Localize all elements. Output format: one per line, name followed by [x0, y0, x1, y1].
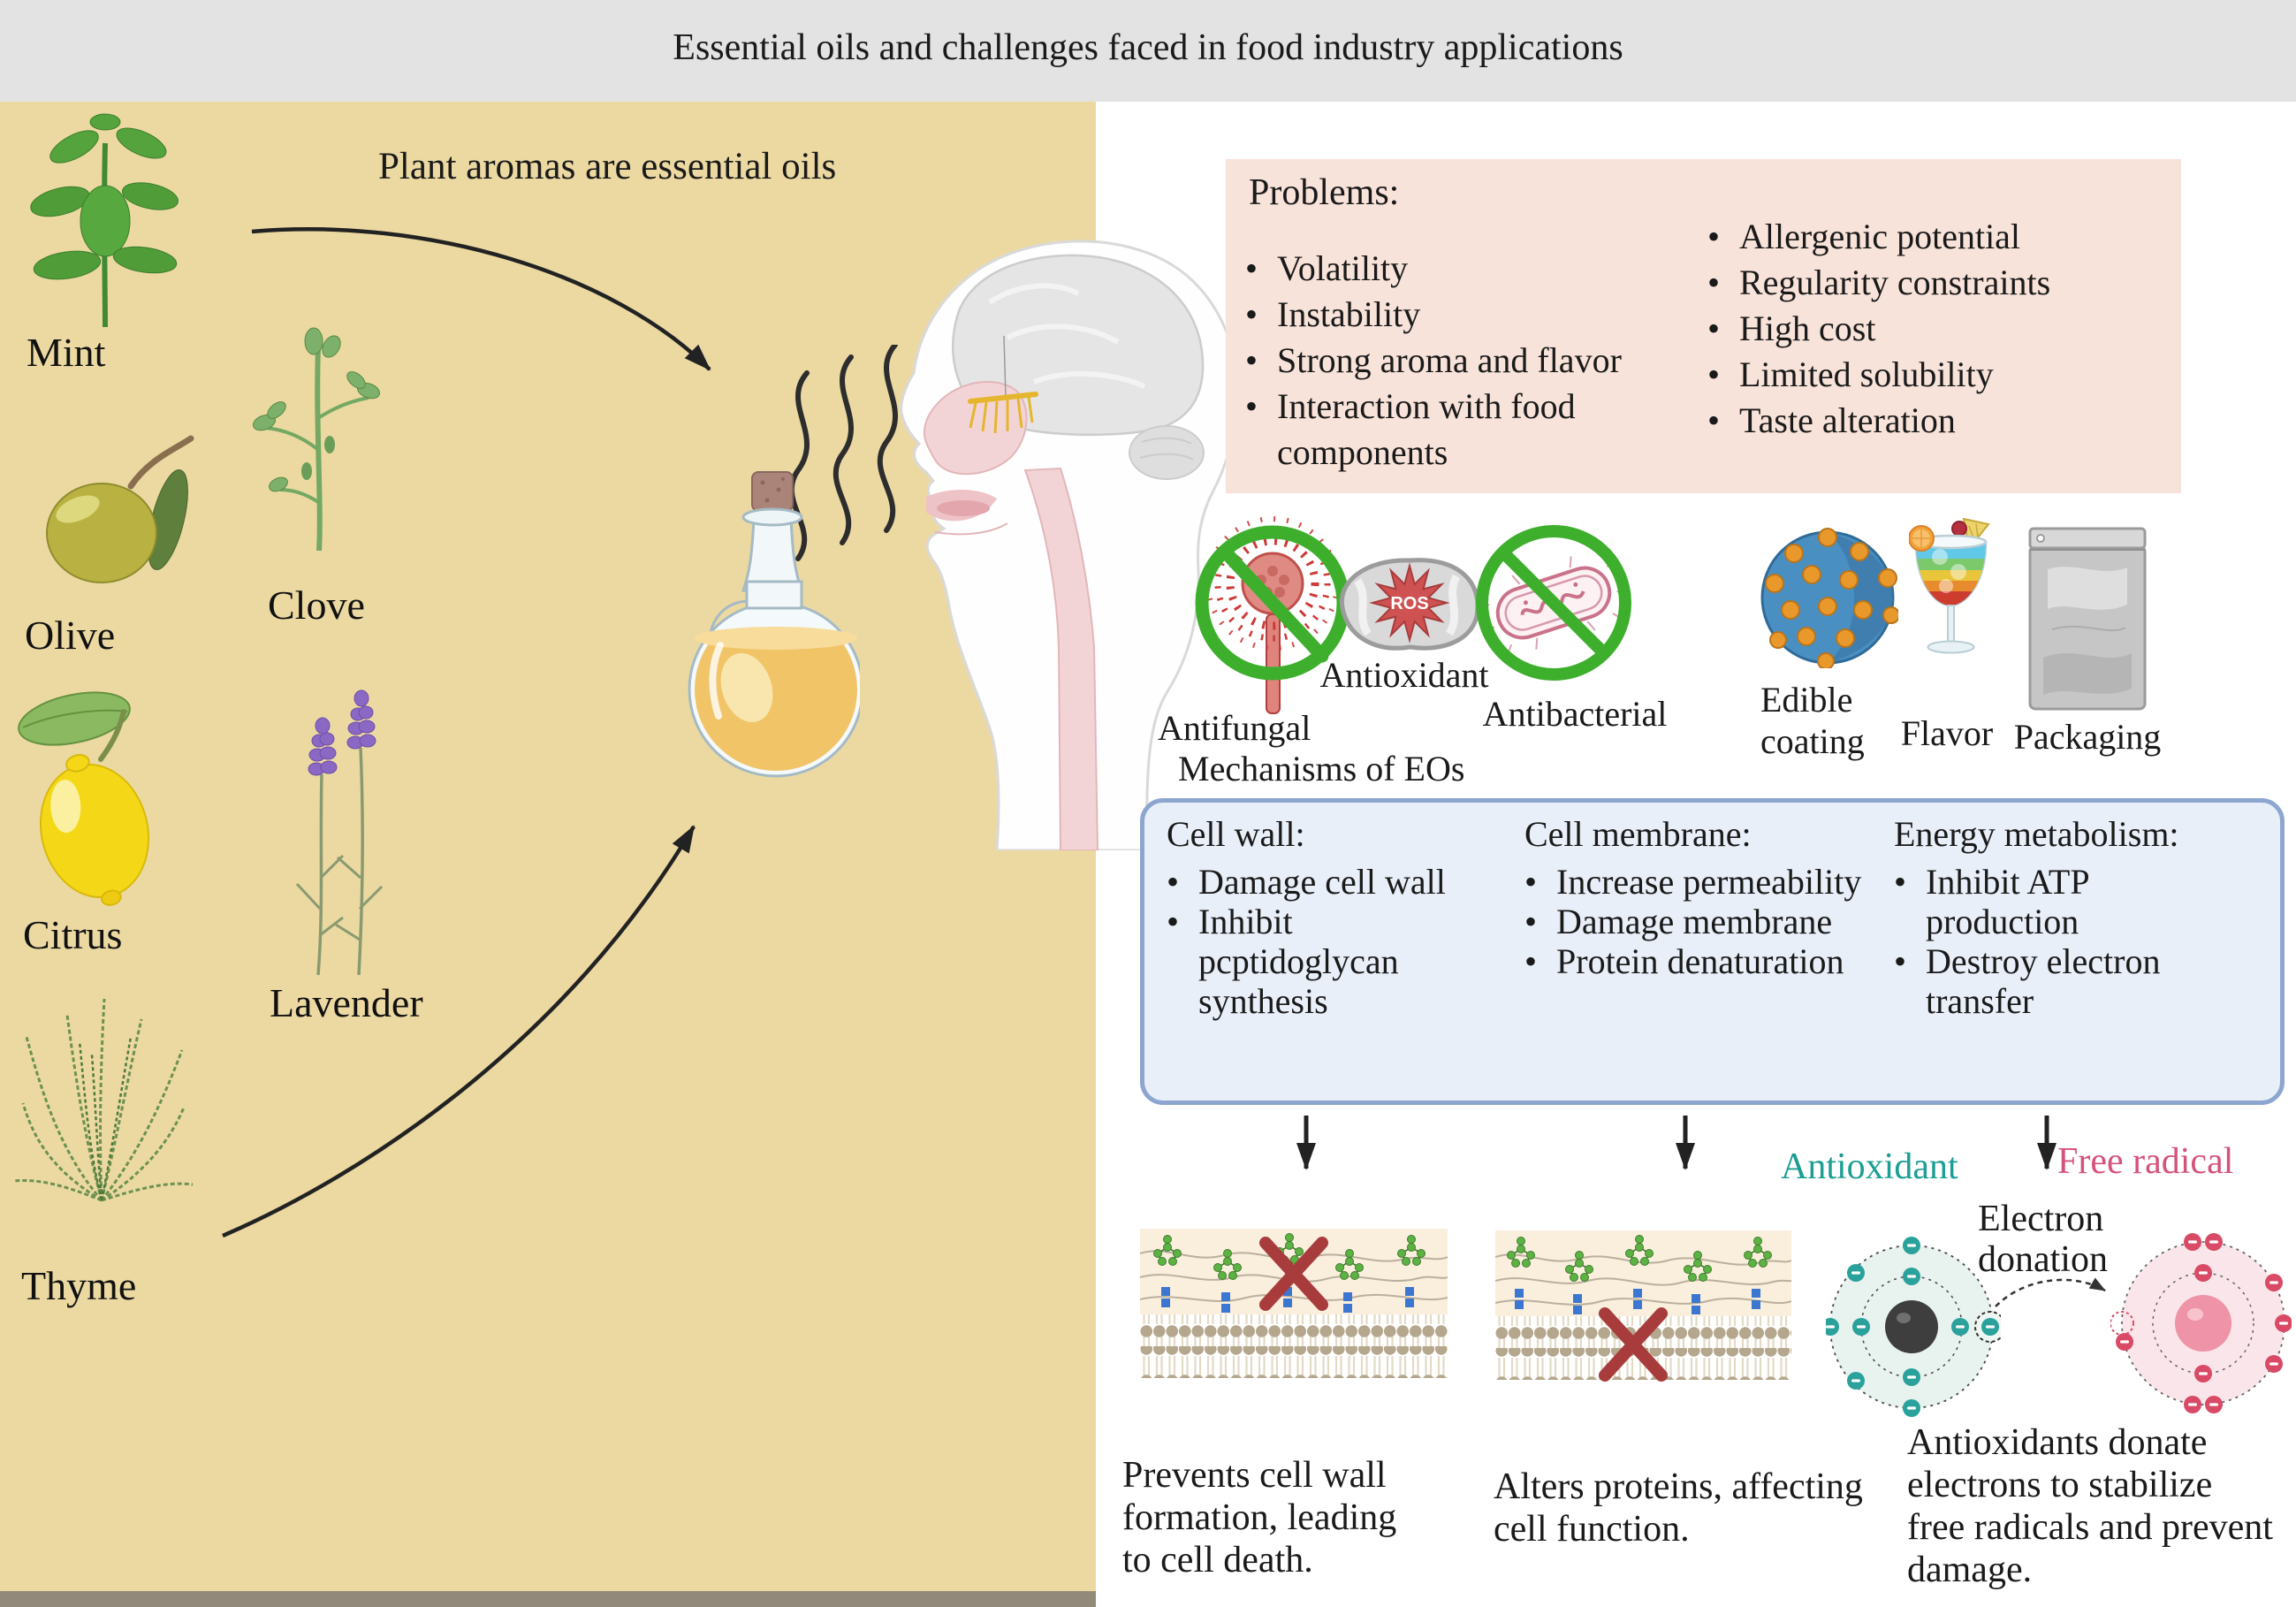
plant-label-mint: Mint — [27, 330, 106, 375]
clove-plant-icon — [252, 327, 381, 552]
aroma-waves-icon — [788, 345, 898, 561]
membrane-damage-illustration — [1495, 1230, 1791, 1382]
problem-item: Volatility — [1245, 246, 1687, 292]
packaging-pouch-icon — [2028, 527, 2147, 711]
mechanisms-box: Cell wall: Damage cell wall Inhibit pcpt… — [1140, 798, 2285, 1105]
problems-list-right: Allergenic potential Regularity constrai… — [1707, 214, 2158, 444]
antioxidant-atom-icon — [1826, 1237, 2001, 1417]
cell-wall-caption: Prevents cell wall formation, leading to… — [1122, 1455, 1397, 1580]
antibacterial-label: Antibacterial — [1482, 694, 1668, 734]
problem-item: Taste alteration — [1707, 398, 2158, 444]
packaging-label: Packaging — [2013, 717, 2162, 757]
citrus-lemon-icon — [18, 691, 150, 906]
antifungal-icon — [1195, 516, 1350, 714]
mechanism-item: Protein denaturation — [1524, 941, 1909, 981]
edible-coating-icon — [1760, 528, 1898, 668]
plants-panel — [0, 102, 1096, 1607]
problem-item: High cost — [1707, 306, 2158, 352]
edible-coating-label: Edible coating — [1760, 680, 1865, 761]
cell-wall-column: Cell wall: Damage cell wall Inhibit pcpt… — [1167, 813, 1471, 1021]
plant-label-thyme: Thyme — [21, 1263, 137, 1308]
problem-item: Interaction with food components — [1245, 384, 1687, 476]
mechanism-item: Destroy electron transfer — [1894, 941, 2187, 1021]
mechanisms-heading: Mechanisms of EOs — [1178, 749, 1465, 788]
energy-metabolism-column: Energy metabolism: Inhibit ATP productio… — [1894, 813, 2187, 1021]
antioxidant-mitochondria-icon: ROS — [1339, 558, 1480, 651]
lavender-icon — [295, 689, 384, 976]
essential-oil-bottle-icon — [688, 471, 860, 778]
antibacterial-icon — [1476, 525, 1631, 681]
down-arrow-antioxidant — [2037, 1116, 2057, 1170]
antioxidant-atom-label: Antioxidant — [1781, 1146, 1958, 1187]
electron-transfer-arrow — [1995, 1277, 2106, 1307]
problem-item: Allergenic potential — [1707, 214, 2158, 260]
panel-bottom-strip — [0, 1591, 1096, 1607]
antioxidant-caption: Antioxidants donate electrons to stabili… — [1907, 1422, 2273, 1590]
mechanism-item: Damage cell wall — [1167, 862, 1471, 902]
problem-item: Regularity constraints — [1707, 260, 2158, 306]
mechanism-item: Inhibit pcptidoglycan synthesis — [1167, 902, 1471, 1021]
membrane-caption: Alters proteins, affecting cell function… — [1494, 1466, 1863, 1550]
problems-heading: Problems: — [1249, 172, 1400, 213]
plant-label-lavender: Lavender — [270, 980, 423, 1025]
plant-aromas-caption: Plant aromas are essential oils — [378, 146, 837, 187]
mint-plant-icon — [30, 113, 179, 328]
plant-label-citrus: Citrus — [23, 912, 123, 957]
cell-wall-title: Cell wall: — [1167, 814, 1305, 854]
red-x-cell-wall — [1259, 1237, 1328, 1311]
plant-label-clove: Clove — [268, 583, 365, 628]
problems-list-left: Volatility Instability Strong aroma and … — [1245, 246, 1687, 476]
free-radical-label: Free radical — [2057, 1141, 2234, 1182]
down-arrow-membrane — [1676, 1116, 1695, 1170]
electron-donation-label: Electron donation — [1978, 1199, 2108, 1280]
head-smelling-illustration — [900, 240, 1239, 850]
title-band — [0, 0, 2296, 102]
page-title: Essential oils and challenges faced in f… — [673, 27, 1623, 68]
antioxidant-app-label: Antioxidant — [1319, 655, 1489, 695]
thyme-icon — [13, 998, 194, 1202]
flavor-label: Flavor — [1900, 713, 1994, 753]
mint-to-oil-arrow — [251, 227, 711, 371]
mechanism-item: Damage membrane — [1524, 902, 1909, 941]
antifungal-label: Antifungal — [1158, 708, 1311, 748]
flavor-cocktail-icon — [1909, 517, 1990, 654]
problem-item: Strong aroma and flavor — [1245, 338, 1687, 384]
mechanism-item: Increase permeability — [1524, 862, 1909, 902]
cell-wall-damage-illustration — [1140, 1229, 1448, 1378]
energy-metabolism-title: Energy metabolism: — [1894, 814, 2179, 854]
mechanism-item: Inhibit ATP production — [1894, 862, 2187, 941]
down-arrow-cell-wall — [1296, 1116, 1316, 1170]
olive-icon — [46, 435, 194, 583]
problem-item: Instability — [1245, 292, 1687, 338]
cell-membrane-title: Cell membrane: — [1524, 814, 1752, 854]
free-radical-atom-icon — [2110, 1233, 2292, 1413]
ros-badge: ROS — [1390, 594, 1428, 613]
red-x-membrane — [1599, 1307, 1668, 1382]
thyme-to-oil-arrow — [222, 825, 696, 1238]
cell-membrane-column: Cell membrane: Increase permeability Dam… — [1524, 813, 1909, 981]
problems-box: Problems: Volatility Instability Strong … — [1226, 159, 2181, 493]
problem-item: Limited solubility — [1707, 352, 2158, 398]
plant-label-olive: Olive — [25, 613, 116, 658]
